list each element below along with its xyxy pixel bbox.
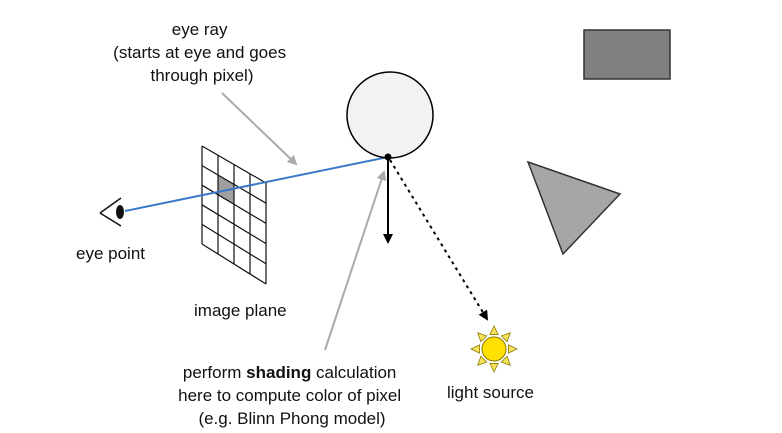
sun-ray [477, 332, 488, 343]
sun-ray [489, 325, 499, 335]
triangle-object [526, 160, 622, 256]
eye-ray-label: eye ray (starts at eye and goes through … [113, 20, 291, 85]
sun-ray [500, 355, 511, 366]
shading-pointer [324, 170, 387, 351]
image-plane-grid [201, 145, 267, 285]
sun-ray [477, 355, 488, 366]
grid-line-horizontal [201, 184, 267, 224]
sun-ray [508, 344, 518, 354]
grid-line-horizontal [201, 165, 267, 204]
sphere [346, 71, 434, 159]
sun-core [481, 336, 507, 362]
shading-label: perform shading calculation here to comp… [178, 363, 406, 428]
image-plane-label: image plane [194, 301, 287, 320]
grid-line-horizontal [201, 204, 267, 245]
grid-line-horizontal [201, 145, 267, 184]
grid-line-horizontal [201, 223, 267, 265]
sun-ray [500, 332, 511, 343]
sun-icon [470, 325, 518, 373]
eye-ray-line [124, 156, 389, 212]
light-source-label: light source [447, 383, 534, 402]
sun-ray [489, 363, 499, 373]
shadow-ray [389, 159, 489, 321]
rectangle-object [583, 29, 671, 80]
sun-ray [470, 344, 480, 354]
eye-ray-pointer [221, 92, 298, 166]
grid-line-horizontal [201, 243, 267, 285]
eye-point-label: eye point [76, 244, 145, 263]
eye-icon [99, 197, 124, 227]
